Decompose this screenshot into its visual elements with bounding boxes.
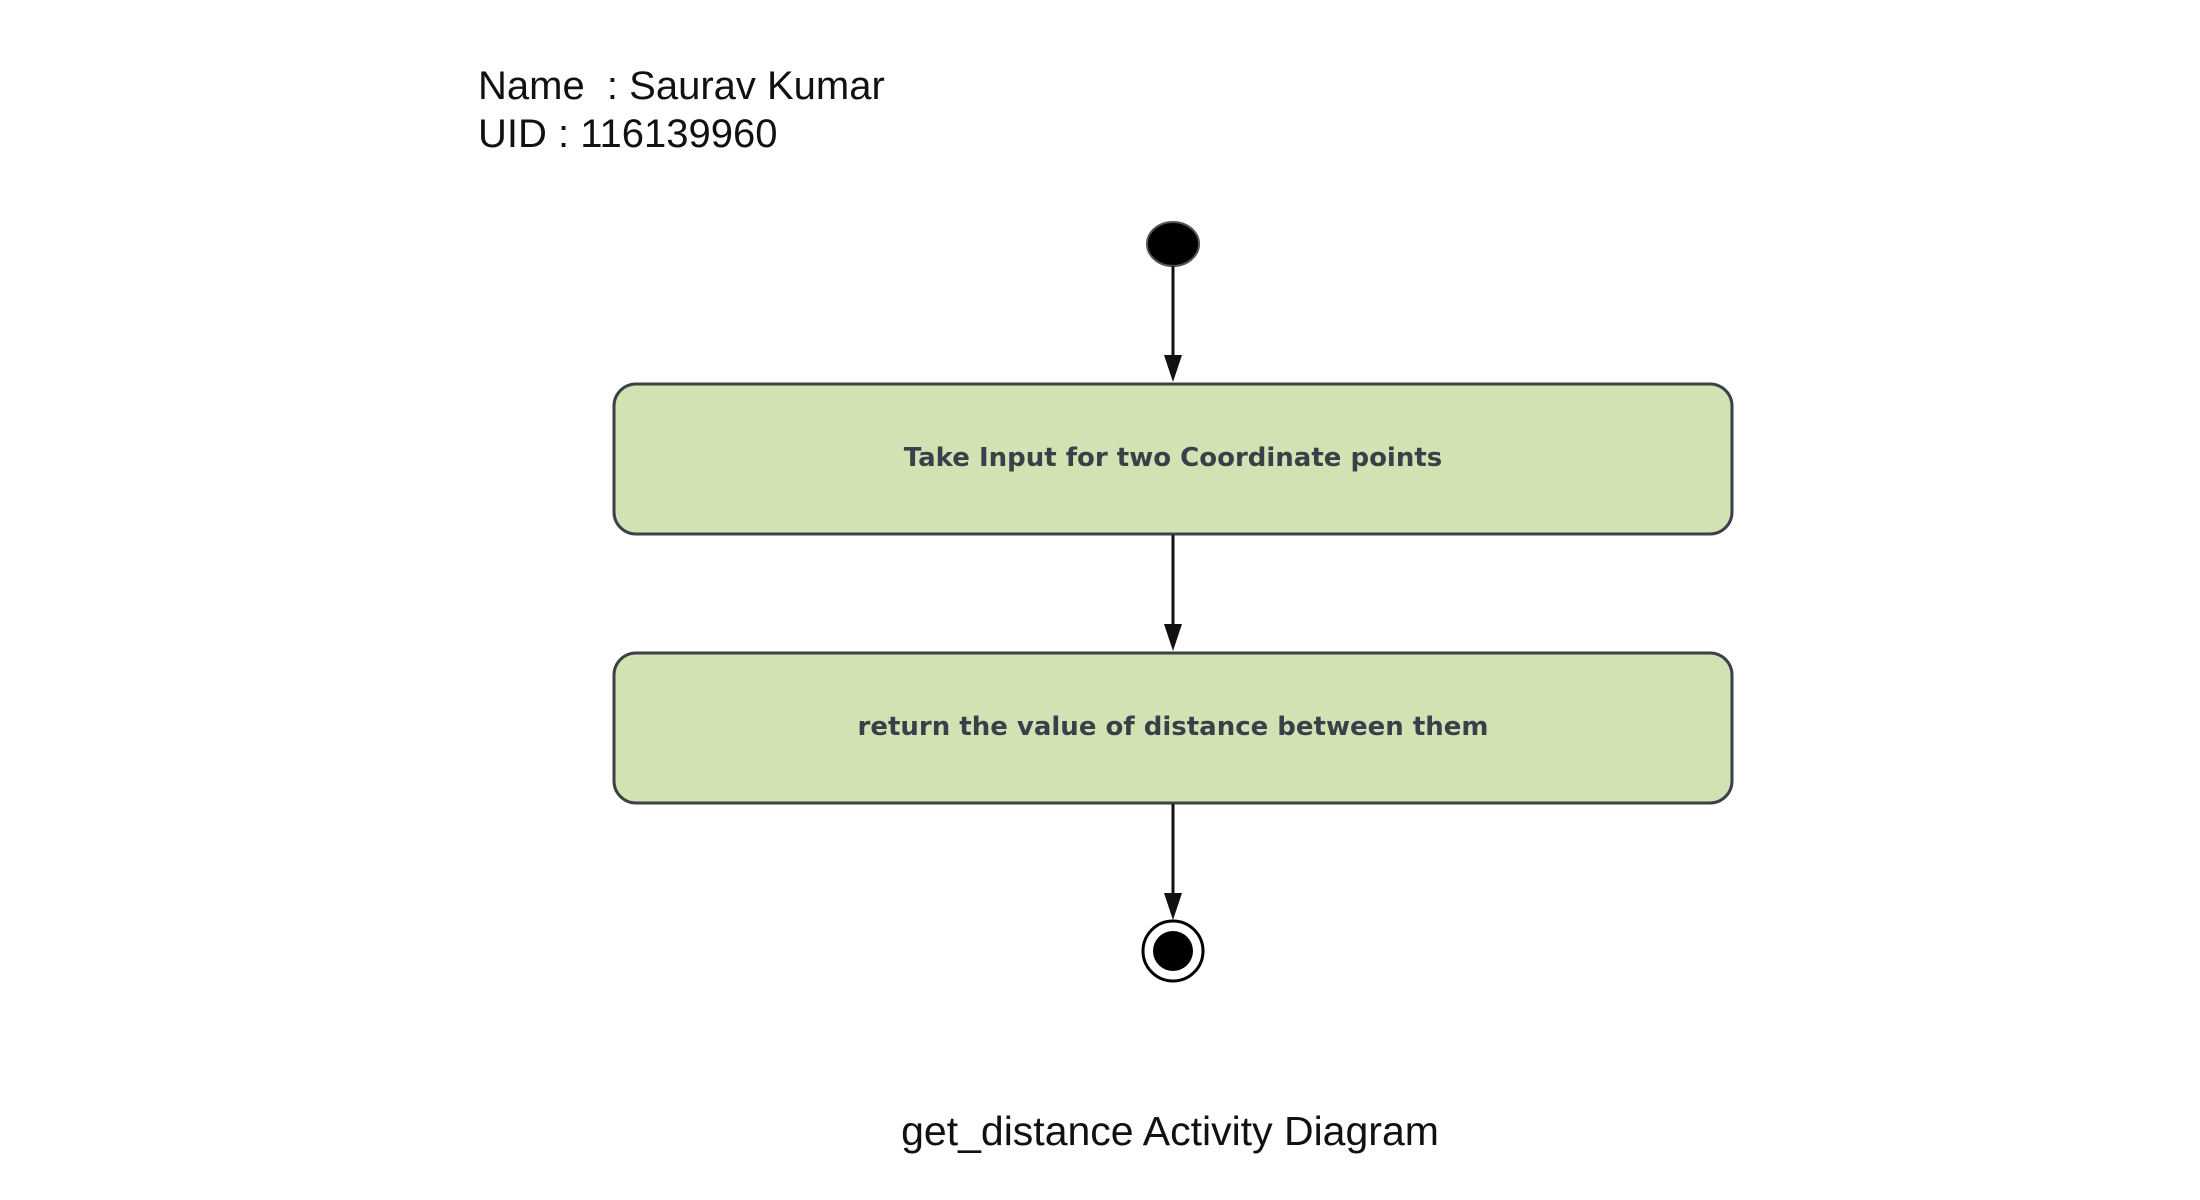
diagram-title: get_distance Activity Diagram [901,1108,1439,1154]
edge-start-to-input [1164,266,1182,382]
final-node [1141,919,1205,983]
action-take-input: Take Input for two Coordinate points [612,382,1734,536]
uid-label: UID : 116139960 [478,112,778,156]
name-label: Name : Saurav Kumar [478,64,885,108]
action-take-input-label: Take Input for two Coordinate points [904,443,1443,473]
edge-input-to-return [1164,535,1182,651]
edge-return-to-end [1164,804,1182,920]
action-return-distance: return the value of distance between the… [612,651,1734,805]
arrowhead-icon [1164,355,1182,382]
arrowhead-icon [1164,893,1182,920]
action-return-distance-label: return the value of distance between the… [858,712,1489,742]
arrowhead-icon [1164,624,1182,651]
initial-node [1146,221,1200,267]
